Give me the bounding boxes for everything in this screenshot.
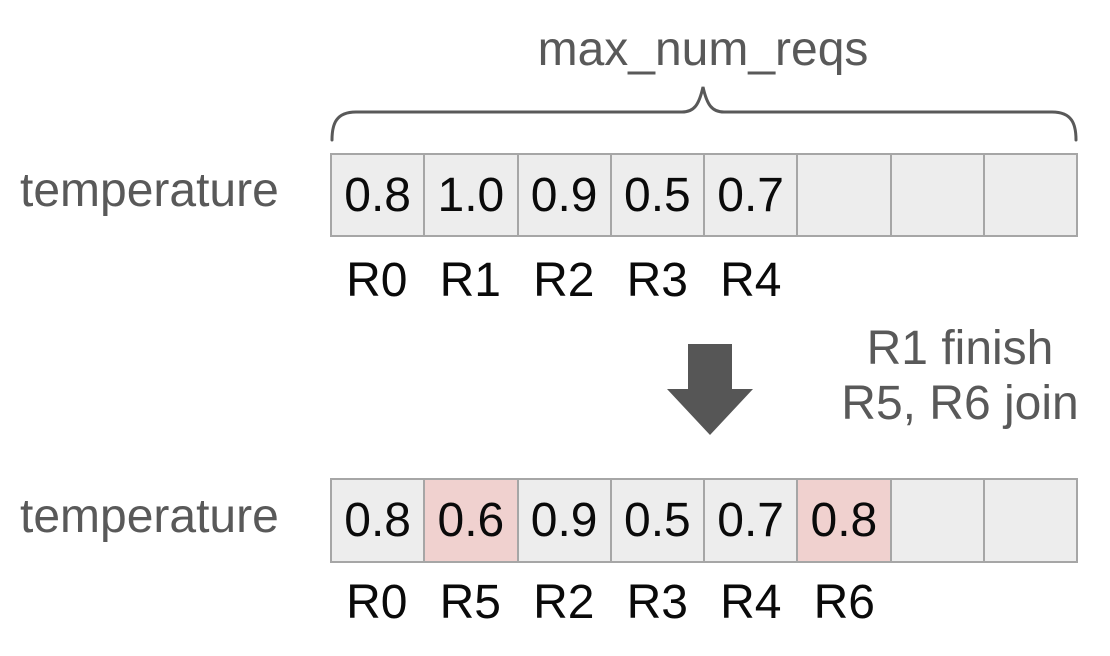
array-cell	[891, 155, 985, 235]
brace-label: max_num_reqs	[537, 23, 869, 76]
request-labels-before: R0 R1 R2 R3 R4	[330, 253, 1078, 308]
request-label-empty	[985, 253, 1079, 308]
request-label-r0: R0	[346, 254, 408, 307]
request-label-r6: R6	[813, 576, 875, 629]
array-cell	[798, 155, 892, 235]
request-label-empty	[891, 253, 985, 308]
row-label-before: temperature	[20, 164, 279, 217]
array-cell: 0.6	[425, 480, 519, 561]
array-cell	[891, 480, 985, 561]
request-label-empty	[985, 575, 1079, 630]
curly-brace-icon	[330, 86, 1078, 142]
transition-line1: R1 finish	[866, 322, 1054, 375]
array-cell: 0.5	[611, 155, 705, 235]
array-cell: 0.8	[798, 480, 892, 561]
transition-note: R1 finish R5, R6 join	[841, 321, 1078, 431]
array-cell: 0.9	[518, 155, 612, 235]
request-labels-after: R0 R5 R2 R3 R4 R6	[330, 575, 1078, 630]
array-cell: 0.8	[332, 480, 426, 561]
array-cell: 0.7	[705, 155, 799, 235]
request-label-r5: R5	[439, 576, 501, 629]
request-label-r3: R3	[626, 254, 688, 307]
array-cell	[984, 480, 1076, 561]
request-label-r3: R3	[626, 576, 688, 629]
request-label-r0: R0	[346, 576, 408, 629]
transition-line2: R5, R6 join	[841, 377, 1079, 430]
array-cell: 0.8	[332, 155, 426, 235]
array-cell: 0.5	[611, 480, 705, 561]
request-label-r1: R1	[439, 254, 501, 307]
request-label-r4: R4	[720, 576, 782, 629]
row-label-after: temperature	[20, 490, 279, 543]
request-label-empty	[891, 575, 985, 630]
request-label-r2: R2	[533, 576, 595, 629]
array-cell: 0.7	[705, 480, 799, 561]
down-arrow-icon	[667, 344, 753, 435]
array-cell	[984, 155, 1076, 235]
request-label-empty	[798, 253, 892, 308]
array-cell: 1.0	[425, 155, 519, 235]
array-cell: 0.9	[518, 480, 612, 561]
request-label-r2: R2	[533, 254, 595, 307]
request-label-r4: R4	[720, 254, 782, 307]
